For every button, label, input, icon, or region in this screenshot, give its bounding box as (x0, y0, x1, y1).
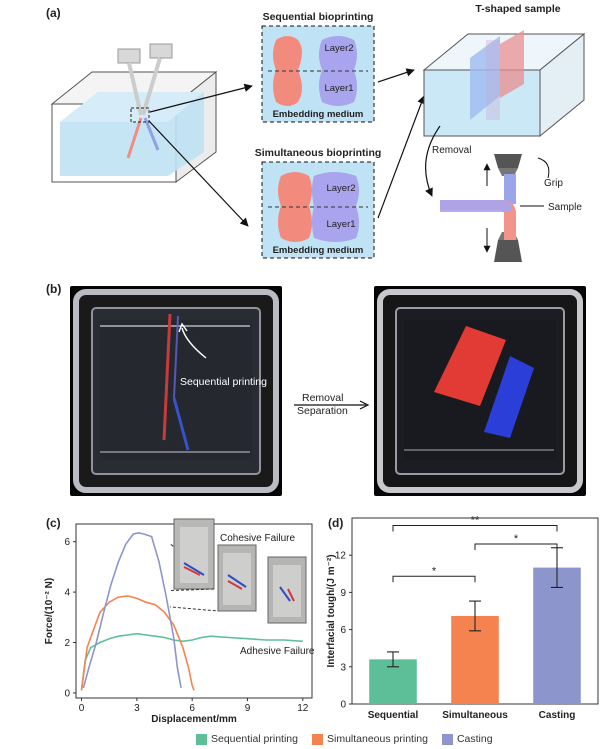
layer2-label-2: Layer2 (326, 183, 355, 194)
y-axis-label: Interfacial tough/(J m⁻²) (326, 554, 337, 667)
grip-tester (440, 154, 550, 262)
separation-label: Separation (297, 405, 348, 417)
significance-label-1: * (514, 533, 519, 545)
legend-label-casting: Casting (456, 733, 493, 745)
legend-item-sequential: Sequential printing (196, 733, 298, 745)
y-tick-label-3: 6 (64, 537, 70, 548)
legend-swatch-simultaneous (311, 733, 323, 745)
embedding-medium-label-2: Embedding medium (273, 245, 364, 256)
inset-sequential (267, 556, 307, 624)
panel-a-schematic: Sequential bioprinting Layer2 Layer1 Emb… (50, 3, 586, 262)
y-tick-label-3: 9 (340, 588, 346, 599)
sequential-printing-label: Sequential printing (180, 376, 267, 388)
panel-d-label: (d) (328, 516, 344, 530)
removal-separation-arrow (294, 400, 370, 410)
t-shaped-sample-title: T-shaped sample (475, 3, 560, 15)
simultaneous-bioprinting-title: Simultaneous bioprinting (255, 147, 382, 159)
legend-label-simultaneous: Simultaneous printing (326, 733, 428, 745)
y-tick-label-2: 4 (64, 588, 70, 599)
significance-bracket-0 (392, 575, 476, 583)
sample-label: Sample (548, 202, 582, 213)
y-axis-label: Force/(10⁻² N) (44, 578, 55, 644)
category-label-0: Sequential (368, 710, 419, 721)
y-tick-label-0: 0 (340, 700, 346, 711)
inset-casting (173, 518, 215, 590)
grip-label: Grip (544, 178, 563, 189)
y-tick-label-0: 0 (64, 688, 70, 699)
sequential-schematic (261, 25, 375, 123)
significance-bracket-1 (474, 543, 558, 551)
category-label-2: Casting (539, 710, 576, 721)
x-tick-label-2: 6 (189, 703, 195, 714)
removal-label-b: Removal (302, 392, 344, 404)
series-line-2 (82, 531, 182, 689)
x-tick-label-4: 12 (297, 703, 309, 714)
sequential-printing-photo: Sequential printing (70, 286, 282, 496)
nozzle-icon (117, 43, 173, 159)
panel-b-label: (b) (46, 282, 62, 296)
y-tick-label-1: 2 (64, 638, 70, 649)
separated-sample-photo (374, 286, 586, 496)
removal-label-a: Removal (432, 145, 471, 156)
y-tick-label-2: 6 (340, 625, 346, 636)
x-axis-label: Displacement/mm (151, 714, 237, 725)
legend-item-simultaneous: Simultaneous printing (311, 733, 428, 745)
layer1-label-2: Layer1 (326, 219, 355, 230)
series-line-0 (80, 632, 303, 691)
category-label-1: Simultaneous (442, 710, 508, 721)
legend-swatch-sequential (196, 733, 207, 745)
embedding-medium-label: Embedding medium (273, 109, 364, 120)
x-tick-label-1: 3 (134, 703, 140, 714)
t-shaped-sample-box (422, 30, 586, 138)
significance-label-0: * (432, 565, 437, 577)
failure-insets (170, 518, 307, 624)
series-line-1 (80, 595, 195, 691)
bar-2 (533, 567, 581, 704)
y-tick-label-1: 3 (340, 662, 346, 673)
x-tick-label-0: 0 (79, 703, 85, 714)
y-tick-label-4: 12 (335, 551, 347, 562)
layer1-label: Layer1 (324, 83, 353, 94)
significance-label-2: ** (471, 514, 480, 526)
chart-legend: Sequential printing Simultaneous printin… (196, 731, 507, 747)
x-tick-label-3: 9 (245, 703, 251, 714)
layer2-label: Layer2 (324, 43, 353, 54)
panel-a-label: (a) (46, 6, 61, 20)
inset-simultaneous (217, 544, 257, 612)
significance-bracket-2 (392, 524, 558, 532)
legend-swatch-casting (441, 733, 453, 745)
sequential-bioprinting-title: Sequential bioprinting (263, 11, 374, 23)
legend-label-sequential: Sequential printing (211, 733, 298, 745)
adhesive-failure-label: Adhesive Failure (240, 646, 315, 657)
legend-item-casting: Casting (441, 733, 493, 745)
cohesive-failure-label: Cohesive Failure (220, 533, 296, 544)
panel-c-label: (c) (46, 516, 61, 530)
simultaneous-schematic (261, 161, 375, 259)
